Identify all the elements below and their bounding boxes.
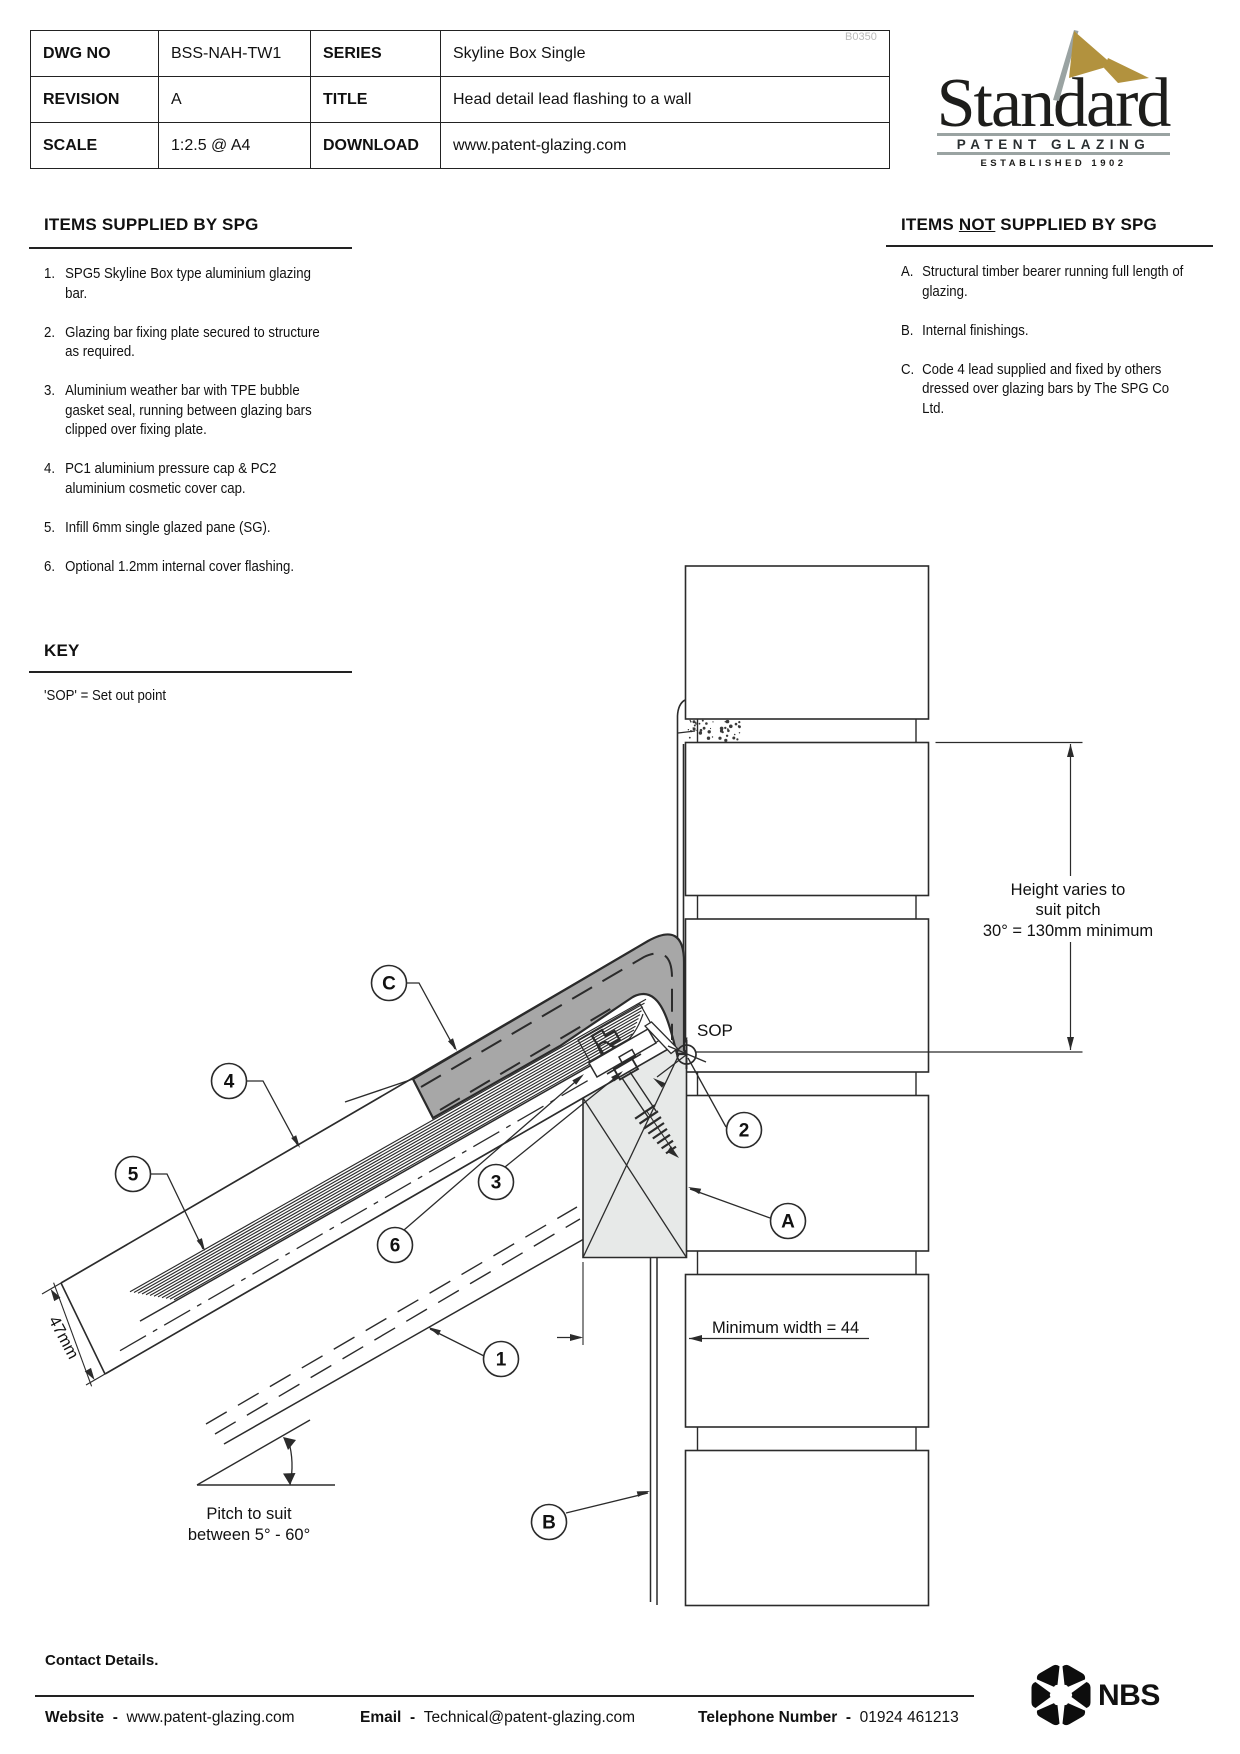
svg-text:1: 1 <box>496 1350 507 1371</box>
svg-text:30° = 130mm minimum: 30° = 130mm minimum <box>983 922 1153 940</box>
svg-text:Pitch to suit: Pitch to suit <box>206 1505 292 1523</box>
svg-text:between 5° - 60°: between 5° - 60° <box>188 1526 310 1544</box>
svg-text:Minimum width = 44: Minimum width = 44 <box>712 1319 859 1337</box>
svg-text:2: 2 <box>739 1121 750 1142</box>
svg-text:C: C <box>382 974 396 995</box>
svg-text:4: 4 <box>224 1072 235 1093</box>
svg-text:Height varies to: Height varies to <box>1011 881 1126 899</box>
svg-text:6: 6 <box>390 1236 401 1257</box>
svg-text:A: A <box>781 1212 795 1233</box>
svg-text:3: 3 <box>491 1173 502 1194</box>
svg-text:5: 5 <box>128 1165 139 1186</box>
svg-text:B: B <box>542 1513 556 1534</box>
svg-text:suit pitch: suit pitch <box>1035 901 1100 919</box>
svg-text:SOP: SOP <box>697 1021 733 1040</box>
svg-text:47mm: 47mm <box>45 1313 82 1362</box>
